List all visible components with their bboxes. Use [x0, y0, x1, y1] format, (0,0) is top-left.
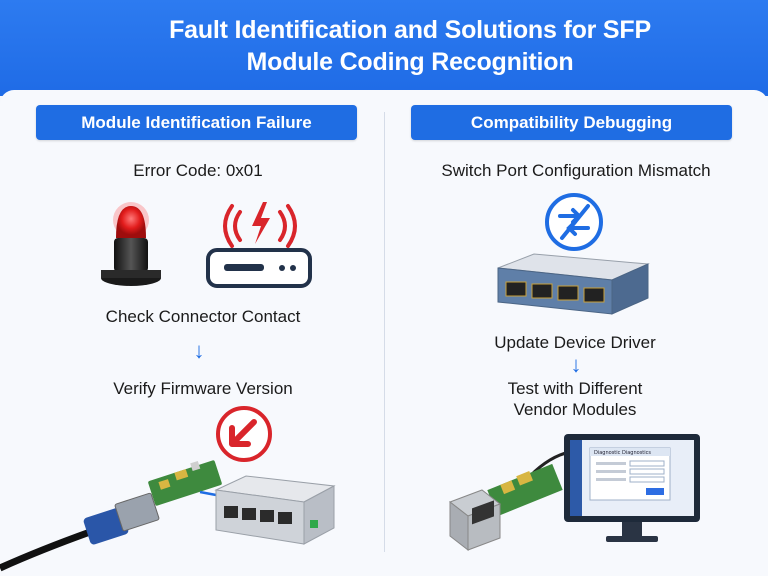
red-alarm-light-icon — [101, 202, 161, 286]
verify-firmware-step: Verify Firmware Version — [113, 379, 293, 398]
column-divider — [384, 112, 385, 552]
router-signal-alert-icon — [206, 202, 312, 288]
test-vendor-line-1: Test with Different — [507, 379, 643, 398]
network-switch-icon-right — [497, 253, 650, 315]
test-vendor-line-2: Vendor Modules — [513, 400, 637, 419]
sync-disabled-icon — [545, 193, 603, 251]
computer-monitor-icon: Diagnostic Diagnostics — [564, 434, 700, 542]
port-mismatch-label: Switch Port Configuration Mismatch — [441, 161, 711, 180]
page-title-line-2: Module Coding Recognition — [246, 48, 574, 76]
down-arrow-icon: ↓ — [193, 338, 205, 363]
update-driver-step: Update Device Driver — [494, 333, 656, 352]
monitor-window-title: Diagnostic Diagnostics — [594, 450, 651, 456]
sfp-module-icon-right — [448, 450, 571, 552]
left-section-header: Module Identification Failure — [36, 105, 357, 140]
error-code-label: Error Code: 0x01 — [133, 161, 263, 180]
down-arrow-icon-right: ↓ — [570, 352, 582, 377]
right-section-header: Compatibility Debugging — [411, 105, 732, 140]
network-switch-icon — [214, 475, 336, 545]
title-banner: Fault Identification and Solutions for S… — [0, 0, 768, 96]
error-arrow-icon — [216, 406, 272, 462]
sfp-module-cable-icon — [0, 460, 237, 572]
test-vendor-modules-step: Test with Different Vendor Modules — [440, 378, 710, 420]
check-connector-step: Check Connector Contact — [105, 307, 301, 326]
page-title: Fault Identification and Solutions for S… — [110, 14, 710, 78]
page-title-line-1: Fault Identification and Solutions for S… — [169, 16, 651, 44]
